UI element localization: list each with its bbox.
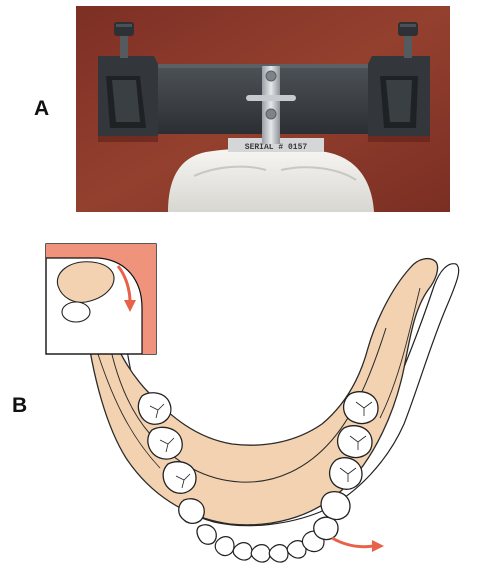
front-teeth (215, 531, 324, 562)
articulator-photo: SERIAL # 0157 (76, 6, 450, 212)
panel-a-label: A (34, 97, 49, 121)
center-pin (246, 95, 296, 101)
incisor-movement-arrow (332, 538, 374, 547)
serial-engraving: SERIAL # 0157 (245, 143, 308, 152)
curved-arrow-icon (372, 540, 384, 552)
mandible-diagram (0, 228, 477, 572)
condyle-inset (46, 244, 156, 354)
